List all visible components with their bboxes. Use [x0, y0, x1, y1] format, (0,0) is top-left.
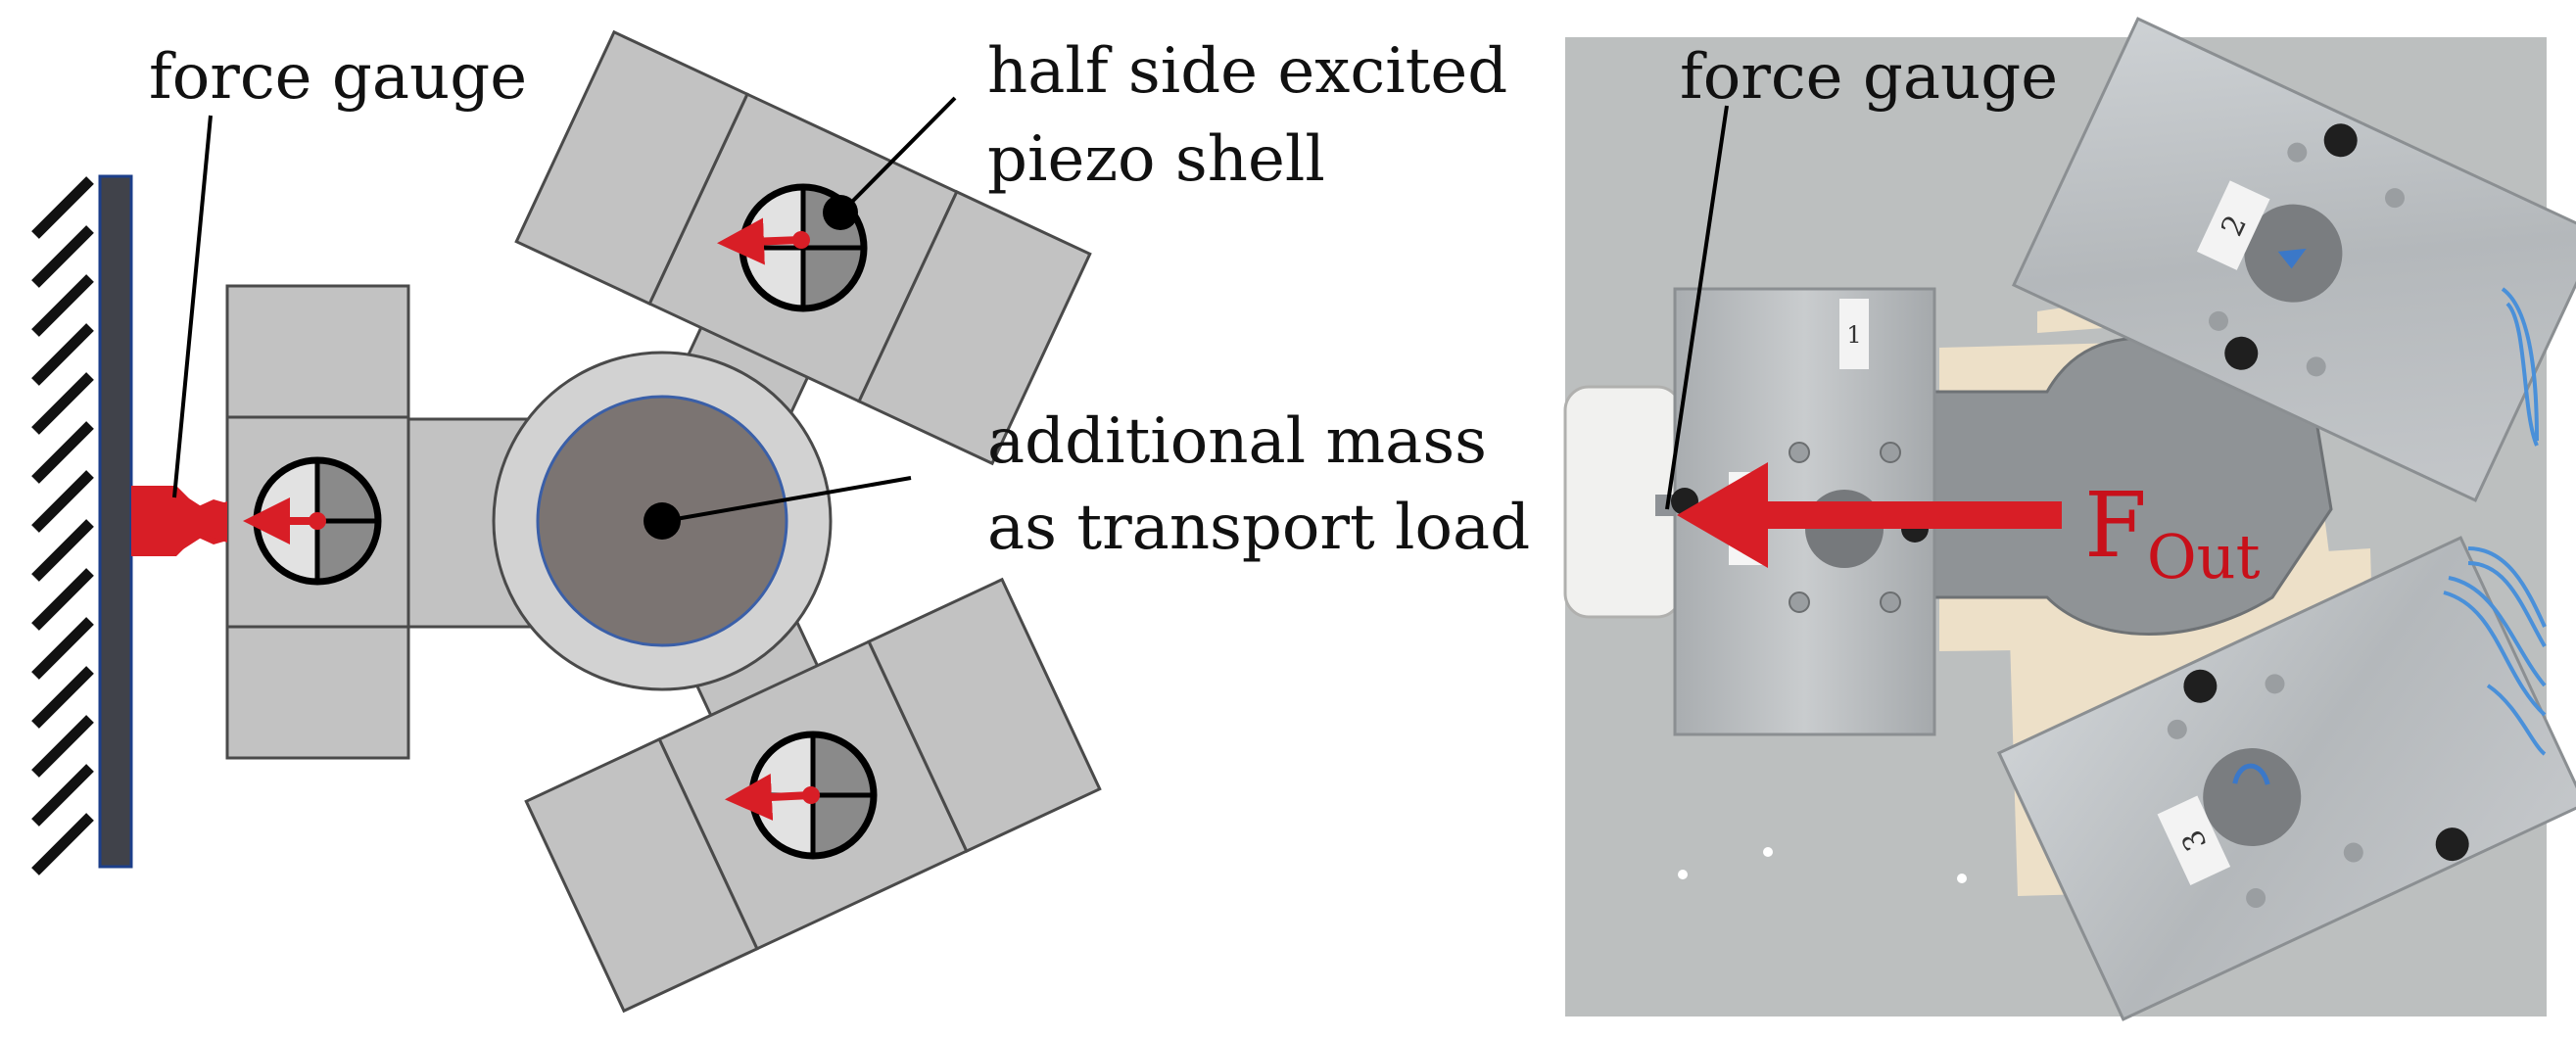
force-gauge-bowtie — [131, 488, 227, 556]
photo-plate-screws — [1678, 847, 1967, 883]
schematic-diagram: force gauge half side excited piezo shel… — [31, 29, 1530, 1014]
arrow-top — [717, 217, 802, 265]
label-force-gauge: force gauge — [149, 41, 527, 114]
mass-center-dot — [644, 502, 681, 540]
left-module-pad-bottom — [225, 625, 410, 760]
leader-piezo — [842, 96, 957, 212]
leader-force-gauge — [172, 115, 213, 498]
arrow-origins — [309, 231, 820, 804]
leader-lines — [172, 96, 957, 521]
force-symbol-subscript: Out — [2147, 521, 2261, 592]
photo-label-force-gauge: force gauge — [1680, 41, 2058, 114]
excitation-arrows — [243, 217, 812, 821]
arrow-bottom — [725, 774, 812, 821]
additional-mass — [492, 351, 833, 691]
photo-tag-1: 1 — [1846, 321, 1861, 349]
photo-cables — [2443, 287, 2547, 756]
leader-mass — [675, 476, 912, 521]
force-symbol-main: F — [2084, 473, 2147, 578]
wall-hatching — [31, 176, 94, 875]
top-module-pad-b — [857, 189, 1092, 466]
wall-plate — [98, 174, 133, 869]
photo-connector-plate — [1908, 336, 2333, 636]
output-force-arrow — [1677, 462, 2062, 568]
bottom-module-pad-a — [524, 736, 759, 1014]
photo-block-2: 2 — [2011, 17, 2576, 502]
force-gauge-element — [131, 486, 227, 556]
photo-panel: 1 2 — [1563, 17, 2576, 1021]
photo-force-symbol: FOut — [2084, 473, 2261, 592]
photo-block-3: 3 — [1996, 536, 2576, 1021]
label-mass-line2: as transport load — [987, 492, 1530, 564]
fixed-wall — [31, 174, 133, 875]
label-piezo-line1: half side excited — [987, 35, 1507, 108]
left-module-pad-top — [225, 284, 410, 419]
label-mass-line1: additional mass — [987, 405, 1487, 478]
label-piezo-line2: piezo shell — [987, 123, 1325, 196]
photo-leader-force-gauge — [1665, 105, 1729, 510]
top-module-pad-a — [514, 29, 749, 307]
bottom-module-pad-b — [867, 577, 1102, 854]
